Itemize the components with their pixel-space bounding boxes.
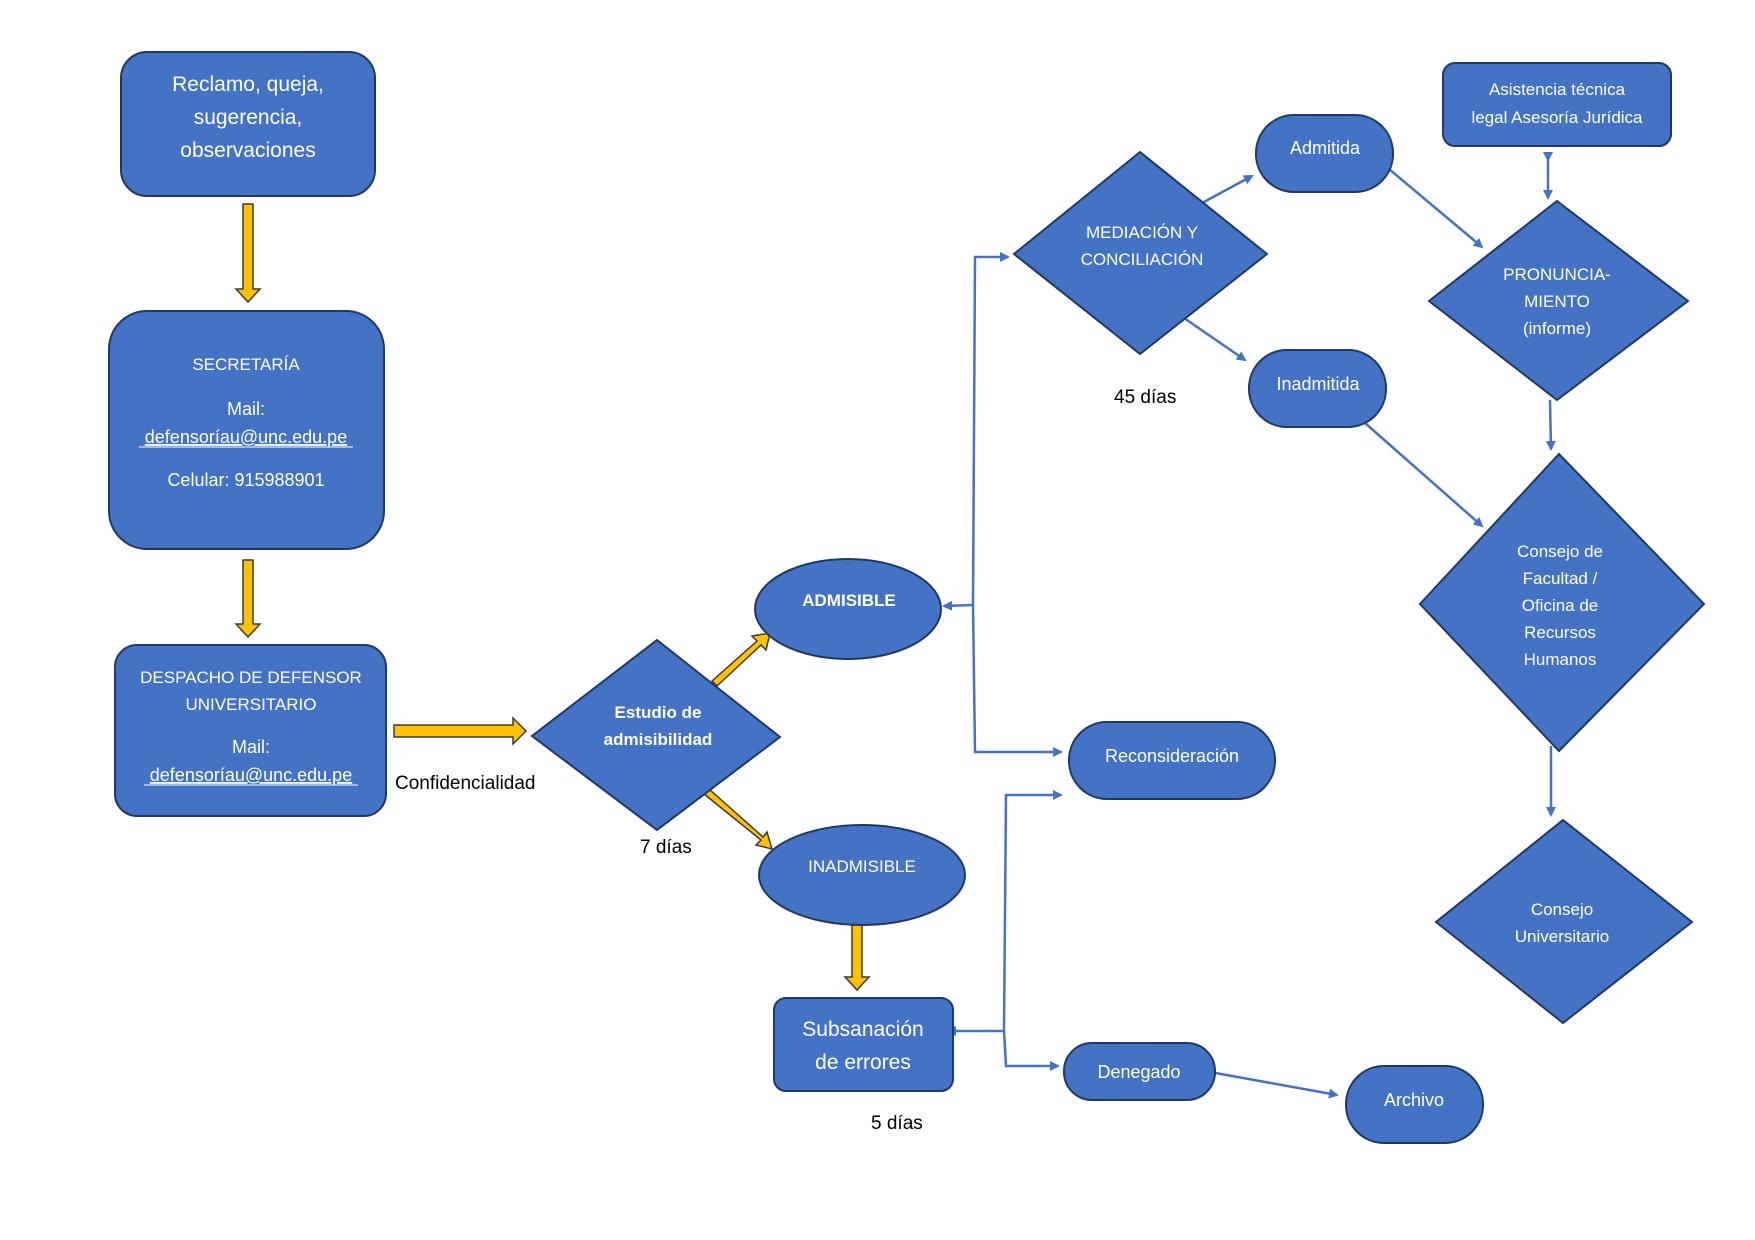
- node-pronunciamiento: PRONUNCIA- MIENTO (informe): [1427, 199, 1690, 402]
- subsanacion-line-1: Subsanación: [802, 1018, 923, 1041]
- consejo-facultad-line-4: Recursos: [1524, 623, 1596, 642]
- caption-5-dias: 5 días: [871, 1113, 923, 1134]
- block-arrow-estudio-to-inadmisible: [702, 787, 774, 851]
- caption-45-dias: 45 días: [1114, 387, 1176, 408]
- secretaria-mail-link[interactable]: defensoríau@unc.edu.pe: [145, 427, 347, 447]
- reconsideracion-label: Reconsideración: [1105, 746, 1239, 766]
- caption-7-dias: 7 días: [640, 837, 692, 858]
- block-arrow-despacho-to-estudio: [393, 716, 528, 746]
- node-reconsideracion: Reconsideración: [1068, 721, 1276, 800]
- node-subsanacion: Subsanación de errores: [773, 997, 954, 1092]
- pronunciamiento-line-1: PRONUNCIA-: [1503, 265, 1611, 284]
- node-inadmisible: INADMISIBLE: [758, 824, 966, 926]
- mediacion-line-2: CONCILIACIÓN: [1081, 250, 1204, 269]
- consejo-universitario-line-2: Universitario: [1515, 927, 1609, 946]
- consejo-universitario-line-1: Consejo: [1531, 900, 1593, 919]
- archivo-label: Archivo: [1384, 1090, 1444, 1110]
- node-reclamo: Reclamo, queja, sugerencia, observacione…: [120, 51, 376, 197]
- node-consejo-facultad: Consejo de Facultad / Oficina de Recurso…: [1418, 452, 1706, 753]
- pronunciamiento-line-2: MIENTO: [1524, 292, 1590, 311]
- consejo-facultad-line-1: Consejo de: [1517, 542, 1603, 561]
- connector-mediacion-to-inadmitida: [1183, 316, 1247, 362]
- connector-split2-to-denegado: [1002, 1030, 1060, 1071]
- mediacion-line-1: MEDIACIÓN Y: [1086, 223, 1198, 242]
- node-asistencia: Asistencia técnica legal Asesoría Jurídi…: [1442, 62, 1672, 147]
- asistencia-line-1: Asistencia técnica: [1489, 80, 1626, 99]
- estudio-line-2: admisibilidad: [604, 730, 713, 749]
- despacho-mail-link[interactable]: defensoríau@unc.edu.pe: [150, 765, 352, 785]
- connector-split-to-reconsideracion: [971, 604, 1063, 757]
- connector-pronunciamiento-to-consejo-facultad: [1545, 399, 1556, 451]
- node-estudio-admisibilidad: Estudio de admisibilidad: [530, 638, 782, 832]
- node-admisible: ADMISIBLE: [754, 558, 942, 660]
- subsanacion-line-2: de errores: [815, 1051, 911, 1074]
- consejo-facultad-line-3: Oficina de: [1522, 596, 1599, 615]
- node-reclamo-line-3: observaciones: [180, 139, 315, 162]
- node-inadmitida: Inadmitida: [1248, 349, 1387, 428]
- estudio-line-1: Estudio de: [615, 703, 702, 722]
- despacho-title-2: UNIVERSITARIO: [186, 695, 317, 714]
- consejo-facultad-line-2: Facultad /: [1523, 569, 1598, 588]
- block-arrow-estudio-to-admisible: [710, 632, 771, 688]
- asistencia-line-2: legal Asesoría Jurídica: [1471, 108, 1643, 127]
- connector-denegado-to-archivo: [1209, 1070, 1339, 1099]
- connector-inadmitida-to-consejo-facultad: [1364, 422, 1484, 528]
- secretaria-phone: Celular: 915988901: [167, 470, 324, 490]
- admisible-label: ADMISIBLE: [802, 591, 896, 610]
- caption-confidencialidad: Confidencialidad: [395, 773, 536, 794]
- pronunciamiento-line-3: (informe): [1523, 319, 1591, 338]
- block-arrow-inadmisible-to-subsanacion: [843, 924, 871, 992]
- connector-split-to-mediacion: [971, 252, 1010, 606]
- connector-admitida-to-pronunciamiento: [1388, 168, 1484, 249]
- denegado-label: Denegado: [1097, 1062, 1180, 1082]
- connector-split-to-admisible: [942, 600, 974, 611]
- node-consejo-universitario: Consejo Universitario: [1434, 818, 1694, 1025]
- node-denegado: Denegado: [1063, 1042, 1216, 1101]
- node-mediacion: MEDIACIÓN Y CONCILIACIÓN: [1012, 150, 1269, 356]
- block-arrow-secretaria-to-despacho: [234, 559, 262, 639]
- node-reclamo-line-2: sugerencia,: [194, 106, 303, 129]
- admitida-label: Admitida: [1290, 138, 1361, 158]
- secretaria-mail-label: Mail:: [227, 399, 265, 419]
- connector-mediacion-to-admitida: [1201, 174, 1254, 205]
- connector-split2-to-reconsideracion: [1002, 790, 1063, 1032]
- node-admitida: Admitida: [1255, 114, 1394, 193]
- despacho-mail-label: Mail:: [232, 737, 270, 757]
- node-secretaria: SECRETARÍA Mail: defensoríau@unc.edu.pe …: [108, 310, 385, 550]
- inadmitida-label: Inadmitida: [1276, 374, 1360, 394]
- node-reclamo-line-1: Reclamo, queja,: [172, 73, 324, 96]
- node-archivo: Archivo: [1345, 1065, 1484, 1144]
- node-despacho: DESPACHO DE DEFENSOR UNIVERSITARIO Mail:…: [114, 644, 387, 817]
- block-arrow-reclamo-to-secretaria: [234, 203, 262, 304]
- inadmisible-label: INADMISIBLE: [808, 857, 916, 876]
- despacho-title-1: DESPACHO DE DEFENSOR: [140, 668, 362, 687]
- consejo-facultad-line-5: Humanos: [1524, 650, 1597, 669]
- secretaria-title: SECRETARÍA: [192, 355, 300, 374]
